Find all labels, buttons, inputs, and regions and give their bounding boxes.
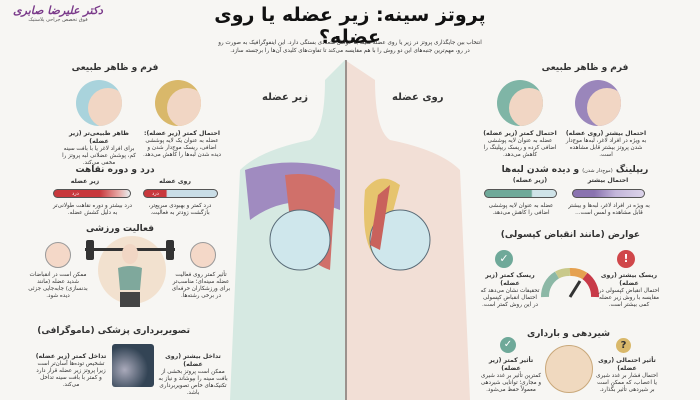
implant-stable-icon	[190, 242, 216, 268]
implant-shift-icon	[45, 242, 71, 268]
rippling-heading-tail: و دیده شدن لبه‌ها	[501, 165, 580, 175]
left-shape-a: ظاهر طبیعی‌تر (زیر عضله) برای افراد لاغر…	[60, 130, 138, 167]
rippling-bar-over	[572, 189, 645, 198]
pain-over-label: روی عضله	[159, 178, 191, 185]
right-shape-heading: فرم و ظاهر طبیعی	[541, 63, 629, 73]
logo-tagline: فوق تخصص جراحی پلاستیک	[28, 17, 88, 23]
logo: دکتر علیرضا صابری فوق تخصص جراحی پلاستیک	[8, 4, 108, 23]
breastfeeding-b-text: احتمال فشار بر غدد شیری یا اعصاب، که ممک…	[596, 373, 658, 393]
complications-b-title: ریسک بیشتر (روی عضله)	[600, 272, 658, 287]
page-title: پروتز سینه: زیر عضله یا روی عضله؟	[214, 4, 486, 48]
right-shape-image-b	[575, 80, 621, 126]
label-over-muscle: روی عضله	[392, 92, 444, 103]
rippling-bar-under	[484, 189, 557, 198]
breastfeeding-a: تأثیر کمتر (زیر عضله) کمترین تأثیر بر غد…	[480, 357, 542, 394]
complications-a: ریسک کمتر (زیر عضله) تحقیقات نشان می‌دهد…	[480, 272, 540, 309]
mammogram-image	[112, 344, 154, 387]
right-shape-a-text: عضله به عنوان لایه پوششی اضافی کرده و ری…	[483, 138, 557, 158]
imaging-b-title: تداخل بیشتر (روی عضله)	[165, 353, 221, 368]
imaging-b: تداخل بیشتر (روی عضله) ممکن است پروتز بخ…	[157, 353, 229, 397]
check-icon: ✓	[500, 337, 516, 353]
breastfeeding-heading: شیردهی و بارداری	[526, 329, 610, 339]
rippling-over-label: احتمال بیشتر	[587, 177, 629, 184]
pain-bar-over-label: درد	[152, 191, 159, 197]
breastfeeding-a-text: کمترین تأثیر بر غدد شیری و مجاری؛ توانای…	[480, 373, 542, 393]
complications-b-text: احتمال انقباض کپسولی در مقایسه با روش زی…	[598, 288, 660, 308]
breastfeeding-b-title: تأثیر احتمالی (روی عضله)	[598, 357, 656, 372]
subtitle-line-1: انتخاب بین جایگذاری پروتز در زیر یا روی …	[218, 40, 482, 46]
breastfeeding-a-title: تأثیر کمتر (زیر عضله)	[488, 357, 534, 372]
pain-bar-over: درد	[143, 189, 218, 198]
right-shape-image-a	[497, 80, 543, 126]
right-shape-b-title: احتمال بیشتر (روی عضله)	[565, 130, 647, 137]
exercise-heading: فعالیت ورزشی	[86, 224, 154, 234]
rippling-heading-main: ریپلینگ	[615, 165, 649, 175]
left-shape-image-b	[155, 80, 201, 126]
logo-name: دکتر علیرضا صابری	[13, 4, 103, 17]
pain-under-label: زیر عضله	[70, 178, 100, 185]
subtitle-line-2: در رو، مهم‌ترین جنبه‌های این دو روش را ب…	[230, 48, 470, 54]
pain-over-text: درد کمتر و بهبودی سریع‌تر، بازگشت زودتر …	[148, 203, 212, 216]
left-shape-b-title: احتمال کمتر (زیر عضله):	[144, 130, 220, 137]
left-shape-b: احتمال کمتر (زیر عضله): عضله به عنوان یک…	[142, 130, 222, 159]
question-icon: ?	[616, 338, 631, 353]
exercise-b-text: تأثیر کمتر روی فعالیت عضله سینه‌ای؛ مناس…	[171, 272, 231, 299]
check-icon: ✓	[495, 250, 513, 268]
pain-under-text: درد بیشتر و دوره نقاهت طولانی‌تر به دلیل…	[52, 203, 133, 216]
left-shape-b-text: عضله به عنوان یک لایه پوششی اضافی، ریسک …	[142, 138, 222, 158]
imaging-a-title: تداخل کمتر (زیر عضله)	[35, 353, 107, 360]
barbell-icon	[85, 240, 175, 307]
right-shape-a-title: احتمال کمتر (زیر عضله)	[483, 130, 557, 137]
right-shape-b: احتمال بیشتر (روی عضله) به ویژه در افراد…	[565, 130, 647, 159]
rippling-heading-note: (موج‌دار شدن)	[582, 168, 613, 174]
rippling-under-label: (زیر عضله)	[512, 177, 548, 184]
left-shape-a-text: برای افراد لاغر یا با بافت سینه کم، پوشش…	[62, 146, 136, 166]
mother-baby-image	[545, 345, 593, 393]
rippling-under-text: عضله به عنوان لایه پوششی اضافی را کاهش م…	[488, 203, 554, 216]
rippling-heading: ریپلینگ (موج‌دار شدن) و دیده شدن لبه‌ها	[500, 165, 650, 175]
pain-bar-under-label: درد	[72, 191, 79, 197]
warning-icon: !	[617, 250, 635, 268]
complications-a-text: تحقیقات نشان می‌دهد که احتمال انقباض کپس…	[480, 288, 540, 308]
breastfeeding-b: تأثیر احتمالی (روی عضله) احتمال فشار بر …	[594, 357, 660, 394]
body-illustration	[230, 60, 470, 400]
label-under-muscle: زیر عضله	[262, 92, 309, 103]
pain-heading: درد و دوره نقاهت	[75, 165, 155, 175]
imaging-a: تداخل کمتر (زیر عضله) تشخیص توده‌ها آسان…	[35, 353, 107, 389]
risk-gauge	[541, 268, 599, 298]
rippling-over-text: به ویژه در افراد لاغر، لبه‌ها و بیشتر قا…	[568, 203, 650, 216]
complications-a-title: ریسک کمتر (زیر عضله)	[485, 272, 535, 287]
complications-heading: عوارض (مانند انقباض کپسولی)	[500, 230, 640, 240]
complications-b: ریسک بیشتر (روی عضله) احتمال انقباض کپسو…	[598, 272, 660, 309]
imaging-b-text: ممکن است پروتز بخشی از بافت سینه را بپوش…	[158, 369, 228, 396]
pain-bar-under: درد	[53, 189, 131, 198]
imaging-heading: تصویربرداری پزشکی (ماموگرافی)	[37, 326, 190, 336]
right-shape-b-text: به ویژه در افراد لاغر، لبه‌ها موج‌دار شد…	[565, 138, 647, 158]
left-shape-image-a	[76, 80, 122, 126]
exercise-a-text: ممکن است در انقباضات شدید عضله (مانند بد…	[28, 272, 88, 299]
left-shape-a-title: ظاهر طبیعی‌تر (زیر عضله)	[69, 130, 129, 145]
left-shape-heading: فرم و ظاهر طبیعی	[71, 63, 159, 73]
imaging-a-text: تشخیص توده‌ها آسان‌تر است زیرا پروتز زیر…	[36, 361, 106, 388]
right-shape-a: احتمال کمتر (زیر عضله) عضله به عنوان لای…	[480, 130, 560, 159]
